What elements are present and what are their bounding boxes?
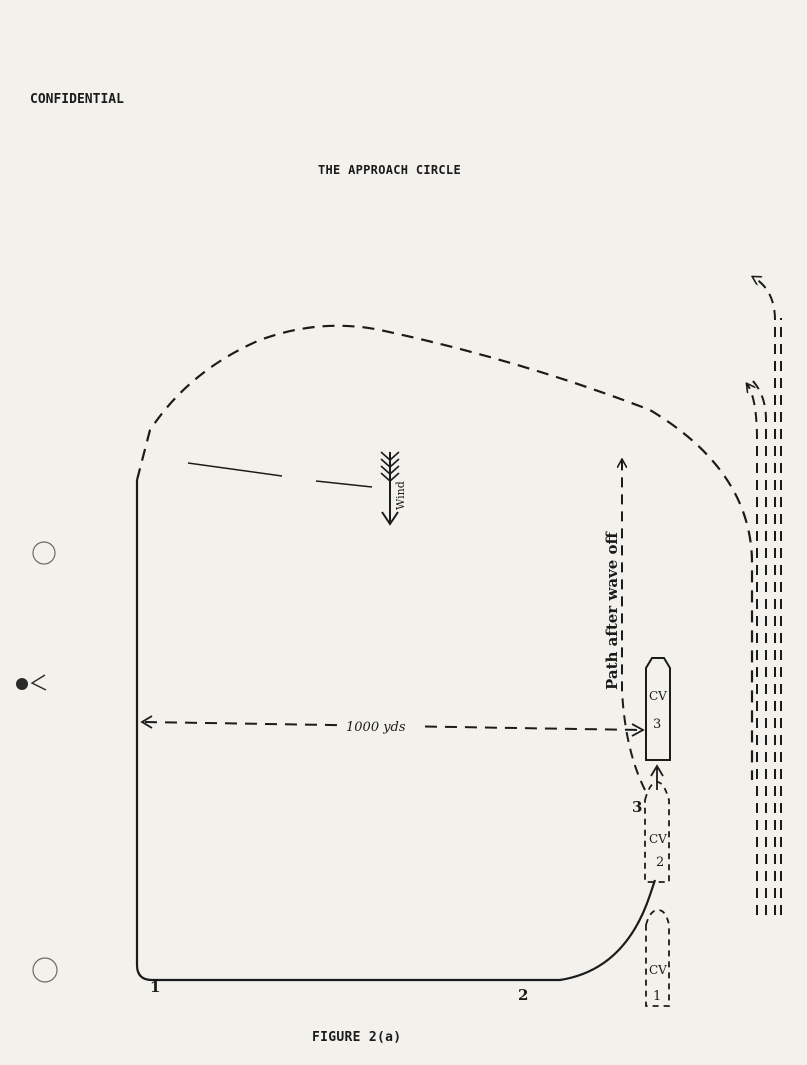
waveoff-departure-path: [622, 460, 646, 791]
wind-label: Wind: [394, 481, 407, 510]
figure-caption: FIGURE 2(a): [312, 1030, 402, 1045]
carrier-3-number: 3: [653, 717, 661, 732]
stray-stroke-1: [187, 462, 283, 477]
distance-arrow-right: [631, 723, 645, 737]
hole-punch-bottom: [32, 957, 58, 983]
carrier-position-1: CV 1: [645, 909, 670, 1007]
ink-blot: [16, 678, 28, 690]
pattern-point-3: 3: [632, 798, 642, 816]
stray-mark: [30, 674, 47, 691]
carrier-1-label: CV: [649, 963, 667, 977]
pattern-point-2: 2: [518, 986, 528, 1004]
carrier-2-number: 2: [656, 855, 664, 870]
pattern-point-1: 1: [150, 978, 160, 996]
carrier-1-number: 1: [653, 989, 661, 1004]
departure-track-2: [751, 379, 767, 915]
waveoff-label: Path after wave off: [603, 530, 621, 690]
departure-track-3: [753, 277, 776, 915]
stray-stroke-2: [315, 480, 373, 488]
departure-track-1: [747, 384, 758, 915]
page-title: THE APPROACH CIRCLE: [318, 163, 461, 177]
carrier-3-label: CV: [649, 689, 667, 703]
waveoff-loop-path: [135, 324, 754, 780]
carrier-position-2: CV 2: [644, 781, 670, 883]
carrier-position-3: CV 3: [645, 657, 671, 790]
wind-arrow: Wind: [380, 451, 407, 526]
distance-label-bg: [340, 716, 424, 734]
distance-label: 1000 yds: [346, 720, 406, 735]
approach-pattern-path: [135, 480, 657, 982]
carrier-2-label: CV: [649, 832, 667, 846]
classification-label: CONFIDENTIAL: [30, 92, 124, 107]
distance-arrow-left: [140, 715, 153, 729]
hole-punch-top: [32, 541, 56, 565]
